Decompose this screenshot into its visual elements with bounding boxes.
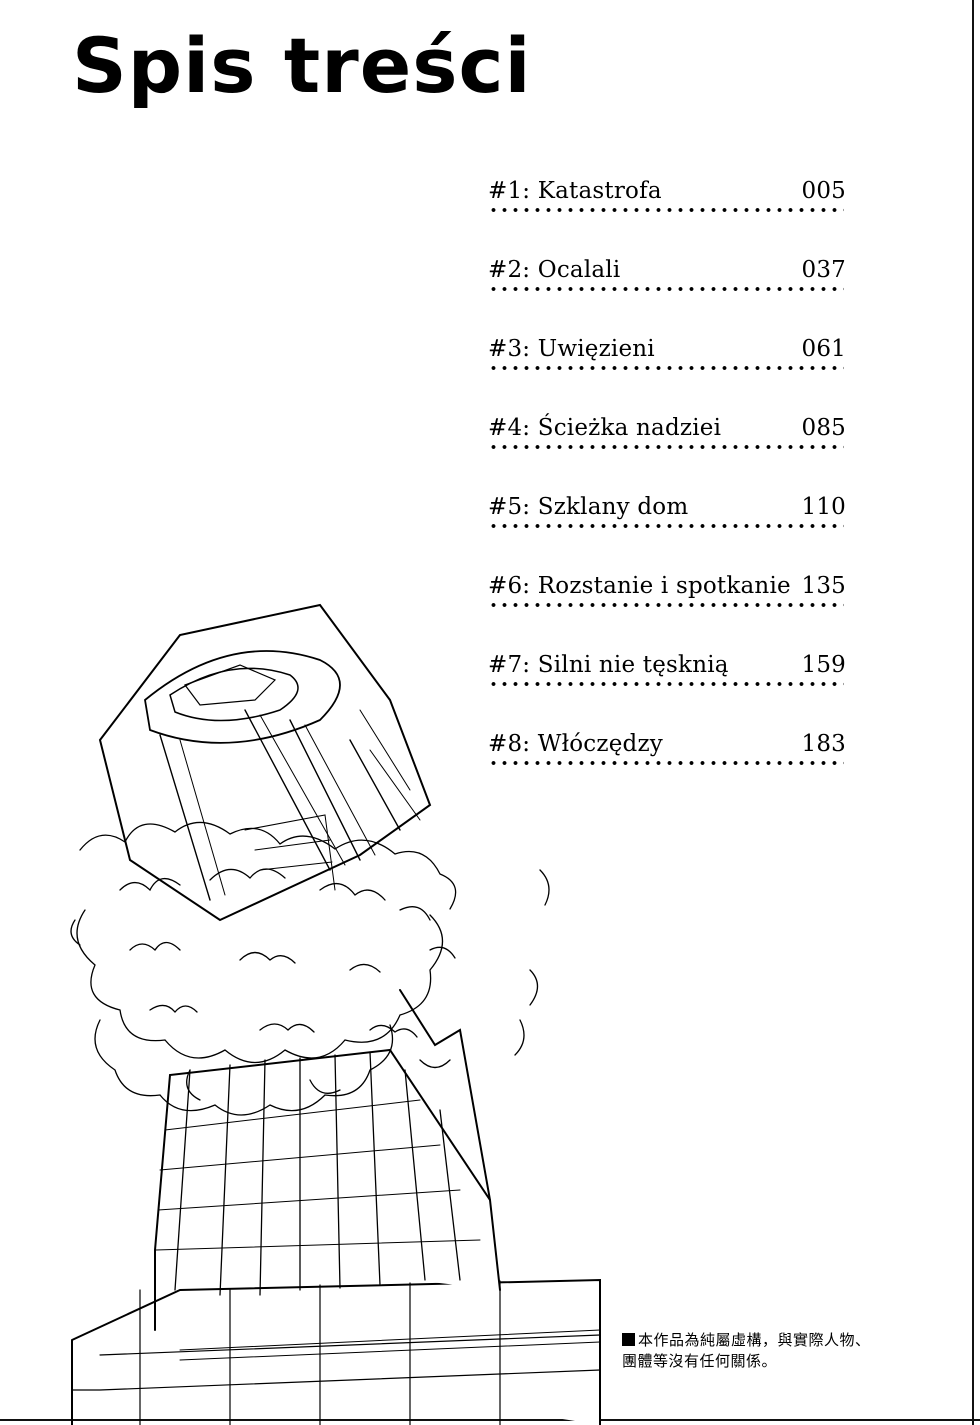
toc-label: #8: Włóczędzy <box>488 731 663 757</box>
toc-label: #4: Ścieżka nadziei <box>488 415 722 441</box>
toc-entry-1[interactable]: #1: Katastrofa 005 <box>488 174 846 253</box>
dot-leader <box>488 206 844 214</box>
dot-leader <box>488 443 844 451</box>
dot-leader <box>488 759 844 767</box>
toc-entry-3[interactable]: #3: Uwięzieni 061 <box>488 332 846 411</box>
toc-entry-8[interactable]: #8: Włóczędzy 183 <box>488 727 846 806</box>
toc-label: #2: Ocalali <box>488 257 621 283</box>
toc-page-number: 085 <box>801 415 846 441</box>
toc-page-number: 159 <box>801 652 846 678</box>
page-border-bottom <box>0 1419 980 1421</box>
toc-label: #3: Uwięzieni <box>488 336 655 362</box>
page-border-right <box>972 0 974 1425</box>
toc-entry-5[interactable]: #5: Szklany dom 110 <box>488 490 846 569</box>
toc-entry-7[interactable]: #7: Silni nie tęsknią 159 <box>488 648 846 727</box>
disclaimer-line-2: 團體等沒有任何關係。 <box>622 1352 778 1370</box>
toc-page-number: 005 <box>801 178 846 204</box>
toc-page-number: 135 <box>801 573 846 599</box>
toc-page-number: 110 <box>801 494 846 520</box>
toc-page-number: 061 <box>801 336 846 362</box>
toc-label: #5: Szklany dom <box>488 494 689 520</box>
disclaimer-line-1: 本作品為純屬虛構，與實際人物、 <box>638 1331 871 1349</box>
toc-label: #6: Rozstanie i spotkanie <box>488 573 791 599</box>
dot-leader <box>488 364 844 372</box>
toc-label: #1: Katastrofa <box>488 178 662 204</box>
toc-entry-4[interactable]: #4: Ścieżka nadziei 085 <box>488 411 846 490</box>
toc-page-number: 037 <box>801 257 846 283</box>
disclaimer-note: 本作品為純屬虛構，與實際人物、 團體等沒有任何關係。 <box>622 1330 892 1372</box>
table-of-contents: #1: Katastrofa 005 #2: Ocalali 037 #3: Uwi… <box>488 174 846 806</box>
toc-entry-2[interactable]: #2: Ocalali 037 <box>488 253 846 332</box>
dot-leader <box>488 680 844 688</box>
black-square-icon <box>622 1333 635 1346</box>
toc-label: #7: Silni nie tęsknią <box>488 652 729 678</box>
page-title: Spis treści <box>72 21 532 110</box>
tower-building-explosion-icon <box>70 603 601 1425</box>
dot-leader <box>488 285 844 293</box>
toc-entry-6[interactable]: #6: Rozstanie i spotkanie 135 <box>488 569 846 648</box>
dot-leader <box>488 601 844 609</box>
toc-page-number: 183 <box>801 731 846 757</box>
dot-leader <box>488 522 844 530</box>
